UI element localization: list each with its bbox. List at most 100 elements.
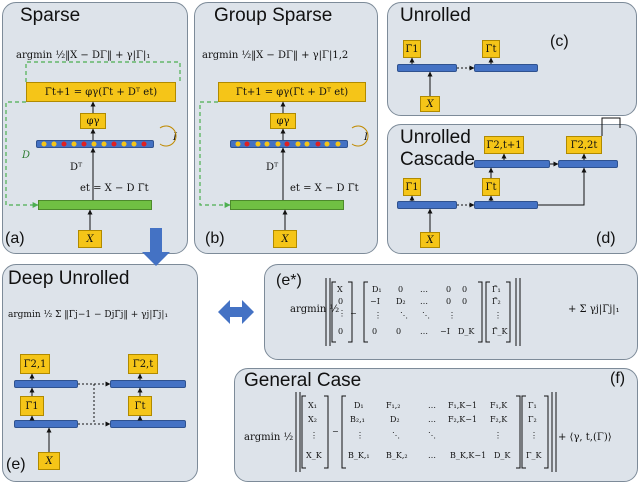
unrolled-input-box: X <box>420 96 440 112</box>
svg-text:…: … <box>428 415 436 424</box>
panel-label-e: (e) <box>6 456 26 473</box>
group-sparse-update-box: Γ̄t+1 = φγ(Γ̄t + Dᵀ et) <box>218 82 366 102</box>
svg-text:…: … <box>428 401 436 410</box>
svg-text:0: 0 <box>446 285 451 294</box>
svg-text:−I: −I <box>440 327 450 336</box>
sparse-dt-label: Dᵀ <box>70 162 83 173</box>
svg-text:D₁: D₁ <box>372 285 382 294</box>
svg-text:0: 0 <box>462 297 467 306</box>
sparse-update-box: Γ̄t+1 = φγ(Γ̄t + Dᵀ et) <box>26 82 176 102</box>
group-sparse-feedback-dashed <box>199 101 231 208</box>
svg-text:⋮: ⋮ <box>310 431 318 440</box>
panel-label-f: (f) <box>610 370 626 387</box>
svg-text:B₂,₁: B₂,₁ <box>350 415 365 424</box>
cascade-bar-t <box>474 201 538 209</box>
cascade-input-box: X <box>420 232 440 248</box>
svg-text:X₂: X₂ <box>308 415 317 424</box>
unrolled-bar-1 <box>397 64 457 72</box>
cascade-bar-1 <box>397 201 457 209</box>
deep-arrows <box>29 373 143 452</box>
deep-bar-upper-t <box>110 380 186 388</box>
svg-text:F₁,₂: F₁,₂ <box>386 401 401 410</box>
svg-text:Γ̄₂: Γ̄₂ <box>492 297 501 306</box>
svg-text:Γ̄₁: Γ̄₁ <box>492 285 501 294</box>
svg-text:X: X <box>337 285 343 294</box>
svg-text:D_K: D_K <box>494 451 511 460</box>
svg-text:0: 0 <box>338 297 343 306</box>
sparse-objective: argmin ½‖X − DΓ‖ + γ|Γ|₁ <box>16 50 151 61</box>
svg-text:D₂: D₂ <box>396 297 406 306</box>
svg-text:0: 0 <box>446 297 451 306</box>
svg-text:⋮: ⋮ <box>494 311 502 320</box>
sparse-i-label: I <box>173 132 177 143</box>
group-sparse-i-label: I <box>364 132 368 143</box>
svg-text:X_K: X_K <box>306 451 323 460</box>
svg-text:Γ_K: Γ_K <box>526 451 543 460</box>
cascade-bar-upper-2 <box>558 160 618 168</box>
svg-text:B_K,₂: B_K,₂ <box>386 451 408 460</box>
general-objective-right: + ⟨γ, t,(Γ)⟩ <box>558 432 612 443</box>
svg-text:⋱: ⋱ <box>422 311 430 320</box>
svg-text:⋱: ⋱ <box>400 311 408 320</box>
svg-text:D₂: D₂ <box>390 415 400 424</box>
svg-text:0: 0 <box>462 285 467 294</box>
svg-text:⋮: ⋮ <box>448 311 456 320</box>
svg-text:⋮: ⋮ <box>338 309 346 318</box>
svg-text:⋮: ⋮ <box>494 431 502 440</box>
deep-bar-1 <box>14 420 78 428</box>
sparse-residual: et = X − D Γ̄t <box>80 183 149 194</box>
svg-text:B_K,K−1: B_K,K−1 <box>450 451 486 460</box>
svg-text:⋱: ⋱ <box>428 431 436 440</box>
svg-text:0: 0 <box>396 327 401 336</box>
sparse-arrows <box>87 101 177 230</box>
cascade-bar-upper-1 <box>474 160 550 168</box>
svg-text:⋮: ⋮ <box>356 431 364 440</box>
cascade-arrows <box>409 117 621 232</box>
panel-title-deep-unrolled: Deep Unrolled <box>8 268 130 289</box>
estar-objective-right: + Σ γj|Γ̄j|₁ <box>568 304 620 315</box>
svg-text:0: 0 <box>338 327 343 336</box>
svg-text:F₂,K−1: F₂,K−1 <box>448 415 477 424</box>
svg-text:B_K,₁: B_K,₁ <box>348 451 370 460</box>
svg-text:F₁,K−1: F₁,K−1 <box>448 401 477 410</box>
panel-title-cascade-line2: Cascade <box>400 149 475 170</box>
sparse-input-box: X <box>78 230 102 248</box>
sparse-feedback-dashed <box>5 61 181 208</box>
panel-label-b: (b) <box>205 230 225 247</box>
svg-text:−: − <box>350 309 357 318</box>
panel-label-estar: (e*) <box>276 272 302 289</box>
group-sparse-dt-label: Dᵀ <box>266 162 279 173</box>
svg-text:F₂,K: F₂,K <box>490 415 508 424</box>
general-matrix <box>295 392 557 472</box>
svg-text:D₁: D₁ <box>354 401 364 410</box>
panel-label-a: (a) <box>5 230 25 247</box>
deep-unrolled-objective: argmin ½ Σ ‖Γ̄j−1 − DjΓ̄j‖ + γj|Γ̄j|₁ <box>8 310 169 320</box>
panel-title-unrolled: Unrolled <box>400 5 471 26</box>
group-sparse-code-dots <box>235 141 341 147</box>
deep-gamma2t-box: Γ̄2,t <box>128 354 158 374</box>
group-sparse-residual: et = X − D Γ̄t <box>290 183 359 194</box>
cascade-gammat-box: Γ̄t <box>482 178 500 196</box>
sparse-d-label: D <box>22 150 31 161</box>
svg-text:Γ̄_K: Γ̄_K <box>492 327 509 336</box>
svg-text:0: 0 <box>372 327 377 336</box>
deep-gamma21-box: Γ̄2,1 <box>20 354 50 374</box>
sparse-code-dots <box>41 141 147 147</box>
panel-label-d: (d) <box>596 230 616 247</box>
general-objective-left: argmin ½ <box>244 432 294 443</box>
svg-text:Γ₁: Γ₁ <box>528 401 537 410</box>
group-sparse-objective: argmin ½‖X − DΓ‖ + γ|Γ|1,2 <box>202 50 349 61</box>
panel-title-cascade-line1: Unrolled <box>400 127 471 148</box>
svg-text:0: 0 <box>398 285 403 294</box>
estar-objective-left: argmin ½ <box>290 304 340 315</box>
flow-arrows <box>142 228 254 324</box>
panel-title-group-sparse: Group Sparse <box>214 5 333 26</box>
deep-bar-t <box>110 420 186 428</box>
svg-text:F₁,K: F₁,K <box>490 401 508 410</box>
unrolled-bar-t <box>474 64 538 72</box>
svg-text:…: … <box>420 297 428 306</box>
unrolled-gamma1-box: Γ̄1 <box>403 40 421 58</box>
